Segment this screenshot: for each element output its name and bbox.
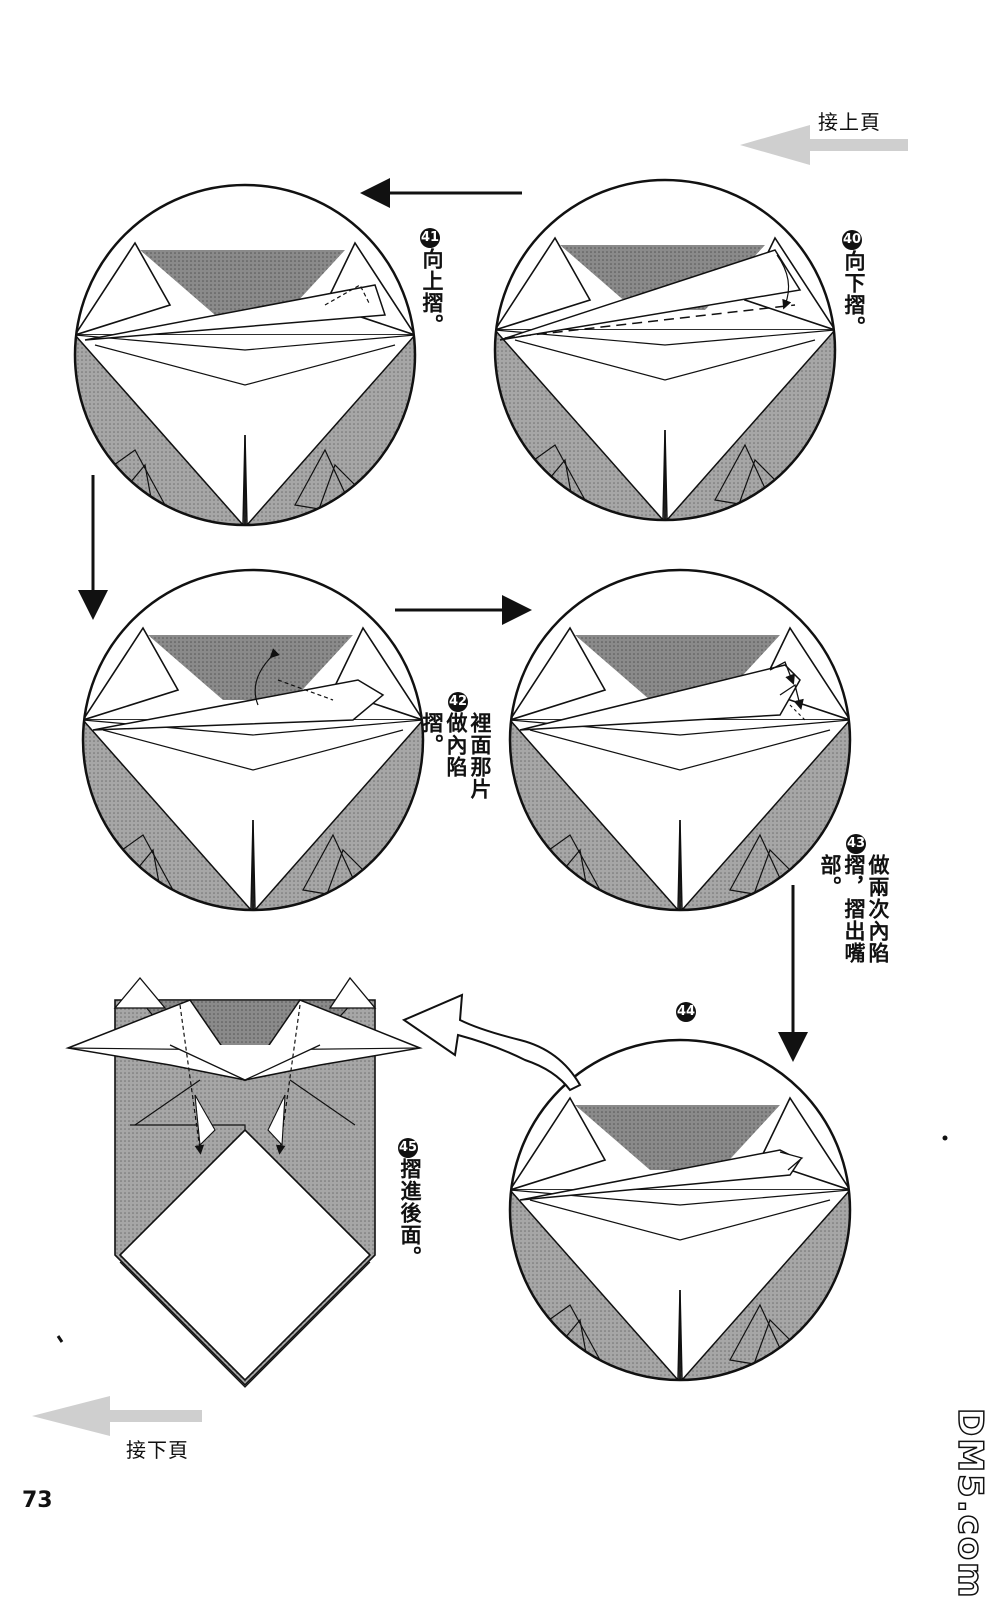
- step-number: 43: [846, 834, 866, 854]
- step-number: 42: [448, 692, 468, 712]
- step-instruction: 向下摺。: [842, 250, 866, 338]
- step-instruction: 裡面那片做內陷摺。: [420, 712, 492, 800]
- step-instruction: 摺進後面。: [398, 1158, 422, 1268]
- step-41-diagram: [73, 183, 417, 527]
- step-instruction: 向上摺。: [420, 248, 444, 336]
- site-watermark: DM5.com: [949, 1407, 991, 1600]
- step-number: 44: [676, 1002, 696, 1022]
- diagram-canvas: [32, 125, 948, 1436]
- stray-mark: [56, 1335, 64, 1343]
- step-44-diagram: [508, 1038, 852, 1382]
- step-40-caption: 40 向下摺。: [842, 228, 866, 338]
- next-page-arrow: [32, 1396, 202, 1436]
- step-41-caption: 41 向上摺。: [420, 226, 444, 336]
- prev-page-arrow: [740, 125, 908, 165]
- step-number: 40: [842, 230, 862, 250]
- step-43-diagram: [508, 568, 852, 912]
- step-40-diagram: [493, 178, 837, 522]
- step-42-caption: 42 裡面那片做內陷摺。: [420, 690, 492, 816]
- stray-mark: [942, 1135, 948, 1141]
- step-number: 41: [420, 228, 440, 248]
- step-number: 45: [398, 1138, 418, 1158]
- step-42-diagram: [81, 568, 425, 912]
- page-number: 73: [22, 1488, 53, 1513]
- prev-page-label: 接上頁: [818, 110, 881, 134]
- step-45-caption: 45 摺進後面。: [398, 1136, 422, 1268]
- next-page-label: 接下頁: [126, 1438, 189, 1462]
- step-45-diagram: [65, 976, 423, 1388]
- flow-arrow-44-to-45: [401, 993, 582, 1092]
- step-instruction: 做兩次內陷摺，摺出嘴部。: [818, 854, 890, 964]
- step-43-caption: 43 做兩次內陷摺，摺出嘴部。: [818, 832, 890, 1004]
- step-44-caption: 44: [676, 1000, 696, 1022]
